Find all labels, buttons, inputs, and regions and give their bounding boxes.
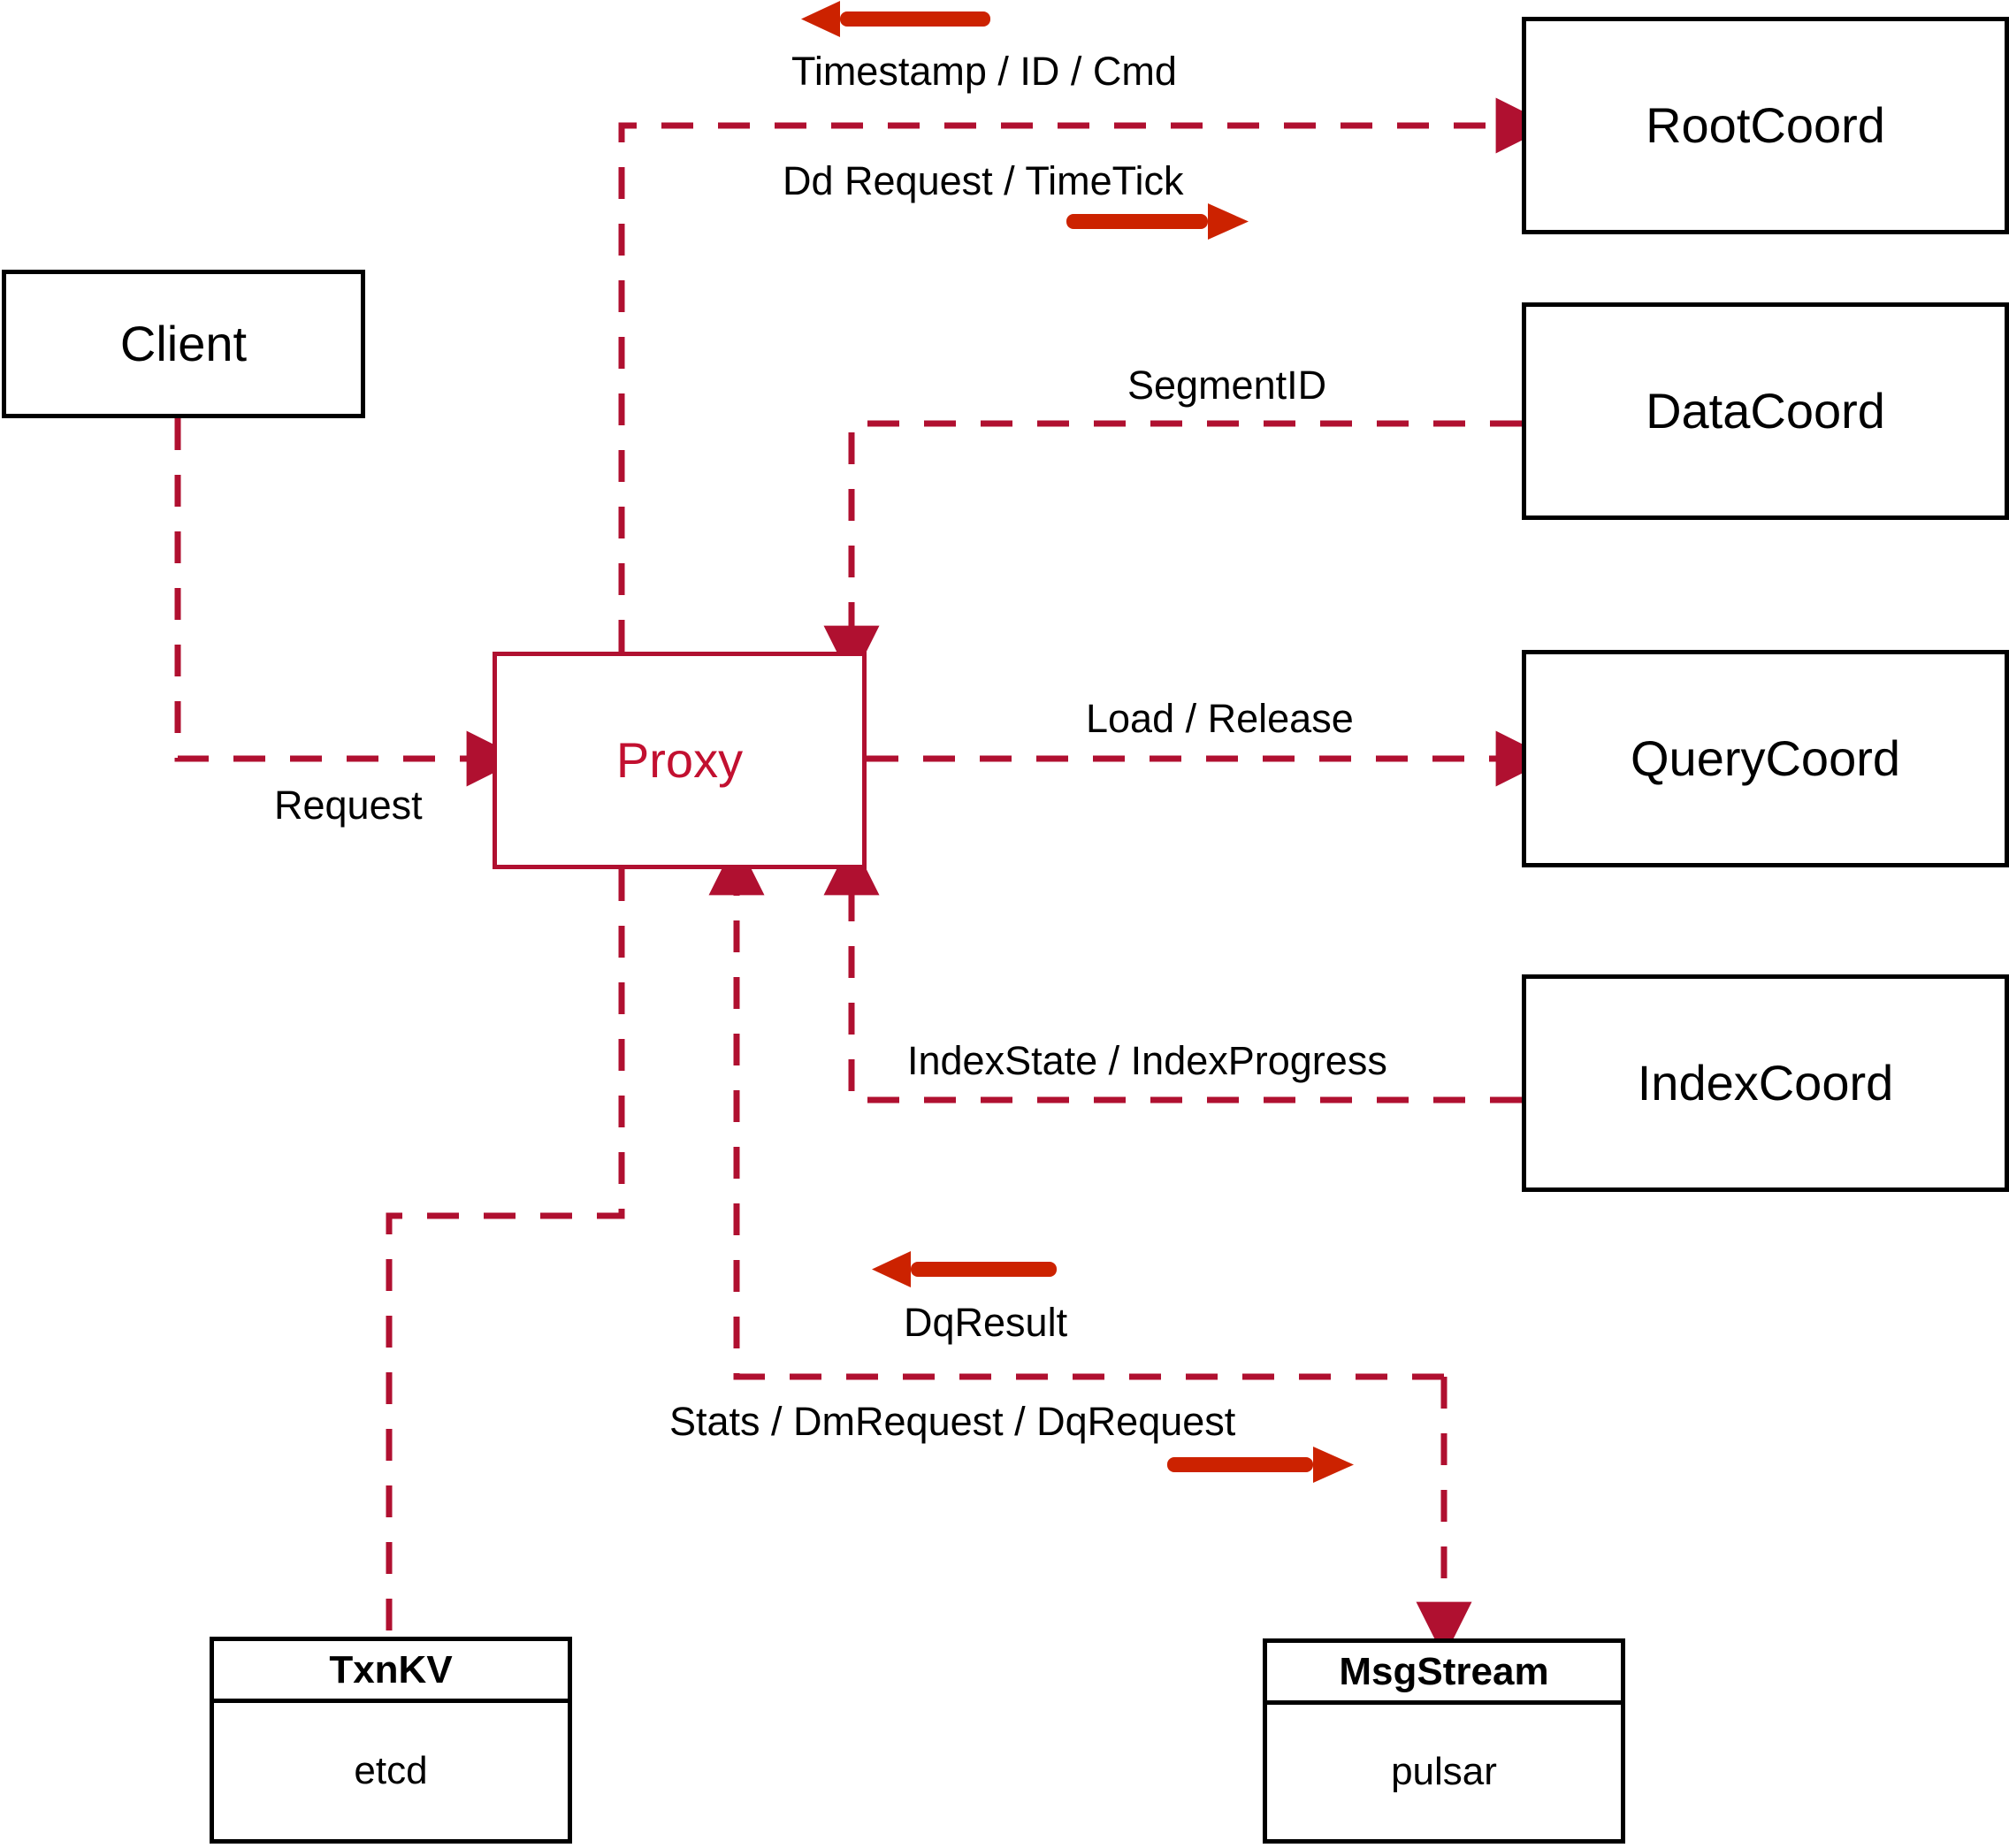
edge-proxy-to-txnkv [386, 869, 625, 1637]
edge-label-request: Request [274, 783, 423, 828]
dd-request-timetick-arrow-icon [1066, 203, 1249, 240]
edge-indexcoord-to-proxy [823, 839, 1522, 1103]
edge-client-to-proxy [174, 418, 523, 787]
edge-label-segmentid: SegmentID [1127, 363, 1327, 408]
node-client[interactable]: Client [2, 270, 365, 418]
node-txnkv[interactable]: TxnKV etcd [210, 1637, 572, 1844]
node-proxy[interactable]: Proxy [493, 652, 867, 869]
edge-label-dqresult: DqResult [904, 1300, 1068, 1345]
node-querycoord-label: QueryCoord [1630, 730, 1901, 786]
node-datacoord-label: DataCoord [1646, 383, 1885, 439]
stats-dm-dq-arrow-icon [1167, 1447, 1354, 1483]
edge-label-load-release: Load / Release [1086, 696, 1354, 741]
edge-proxy-to-rootcoord [618, 97, 1552, 652]
node-rootcoord[interactable]: RootCoord [1522, 17, 2009, 234]
node-datacoord[interactable]: DataCoord [1522, 302, 2009, 520]
dqresult-arrow-icon [872, 1251, 1057, 1287]
node-querycoord[interactable]: QueryCoord [1522, 650, 2009, 867]
edge-label-timestamp-id-cmd: Timestamp / ID / Cmd [791, 49, 1177, 94]
edge-msgstream-to-proxy [708, 839, 1444, 1380]
node-txnkv-body: etcd [354, 1749, 428, 1792]
edge-label-stats-dmrequest-dqrequest: Stats / DmRequest / DqRequest [669, 1399, 1236, 1444]
node-msgstream-body: pulsar [1391, 1750, 1497, 1793]
node-proxy-label: Proxy [615, 732, 744, 788]
timestamp-id-cmd-arrow-icon [801, 1, 990, 37]
node-msgstream-header: MsgStream [1267, 1643, 1621, 1705]
node-msgstream[interactable]: MsgStream pulsar [1263, 1638, 1625, 1844]
node-client-label: Client [119, 316, 248, 371]
edge-label-indexstate-indexprogress: IndexState / IndexProgress [907, 1038, 1387, 1083]
node-rootcoord-label: RootCoord [1646, 97, 1885, 153]
node-txnkv-header: TxnKV [214, 1641, 568, 1703]
node-indexcoord-label: IndexCoord [1637, 1055, 1894, 1111]
node-indexcoord[interactable]: IndexCoord [1522, 974, 2009, 1192]
edge-datacoord-to-proxy [823, 420, 1522, 682]
edge-label-dd-request-timetick: Dd Request / TimeTick [783, 158, 1184, 203]
